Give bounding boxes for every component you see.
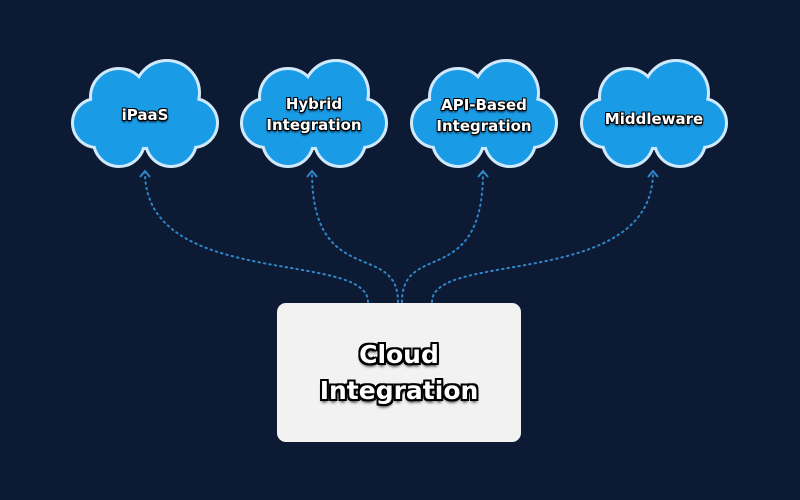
- cloud-label-api-based-integration: API-Based Integration: [436, 96, 532, 135]
- arrowhead-api: [477, 169, 489, 178]
- arrowhead-middleware: [647, 169, 659, 178]
- cloud-label-middleware: Middleware: [604, 110, 704, 128]
- arrowhead-hybrid: [306, 169, 318, 178]
- cloud-label-hybrid-integration: Hybrid Integration: [266, 95, 362, 134]
- cloud-label-ipaas: iPaaS: [121, 106, 169, 124]
- connector-middleware: [431, 171, 654, 303]
- arrowhead-ipaas: [139, 169, 151, 178]
- connector-hybrid: [311, 171, 399, 303]
- cloud-integration-box: Cloud Integration: [277, 303, 521, 442]
- cloud-integration-label: Cloud Integration: [319, 339, 479, 405]
- connector-api: [401, 171, 484, 303]
- connector-ipaas: [144, 171, 369, 303]
